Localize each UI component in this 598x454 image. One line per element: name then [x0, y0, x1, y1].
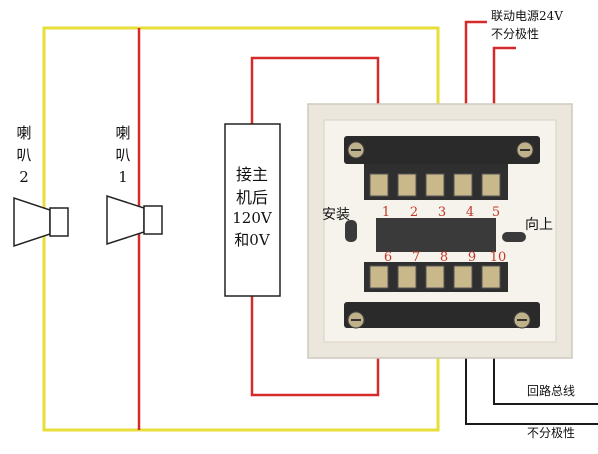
- host-box-line4: 和0V: [234, 231, 271, 249]
- up-slot: [502, 232, 526, 242]
- speaker-2-label-line3: 2: [19, 168, 29, 186]
- top-screw-right: [516, 141, 534, 159]
- up-label: 向上: [525, 217, 553, 233]
- bottom-terminal-strip: [344, 302, 540, 328]
- speaker-2-icon: [13, 196, 69, 248]
- terminal-label-10: 10: [490, 250, 507, 265]
- top-terminal-strip: [344, 136, 540, 164]
- terminal-label-6: 6: [384, 250, 392, 265]
- bottom-screw-right: [513, 311, 531, 329]
- speaker-1-label-line2: 叭: [115, 146, 130, 164]
- terminal-label-1: 1: [382, 205, 390, 220]
- host-box-line3: 120V: [232, 209, 273, 227]
- terminal-label-3: 3: [438, 205, 446, 220]
- host-box: [224, 123, 281, 297]
- display-window: [376, 218, 496, 252]
- terminal-label-7: 7: [412, 250, 420, 265]
- speaker-1-icon: [106, 194, 163, 246]
- terminal-label-5: 5: [492, 205, 500, 220]
- speaker-1-label-line1: 喇: [115, 124, 130, 142]
- loop-bus-label: 回路总线: [527, 383, 575, 398]
- terminal-label-4: 4: [466, 205, 474, 220]
- speaker-1-label-line3: 1: [118, 168, 128, 186]
- terminal-label-2: 2: [410, 205, 418, 220]
- linkage-polarity-label: 不分极性: [491, 27, 539, 41]
- terminal-label-8: 8: [440, 250, 448, 265]
- top-screw-left: [347, 141, 365, 159]
- speaker-2-label-line2: 叭: [16, 146, 31, 164]
- bus-polarity-label: 不分极性: [527, 426, 575, 440]
- install-slot: [345, 220, 357, 242]
- terminal-label-9: 9: [468, 250, 476, 265]
- bottom-screws: [369, 265, 501, 289]
- host-box-line1: 接主: [236, 165, 268, 184]
- host-box-line2: 机后: [236, 188, 268, 207]
- top-screws: [369, 173, 501, 197]
- speaker-2-label-line1: 喇: [16, 124, 31, 142]
- install-label: 安装: [322, 207, 350, 223]
- bottom-screw-left: [347, 311, 365, 329]
- linkage-power-label: 联动电源24V: [491, 9, 563, 23]
